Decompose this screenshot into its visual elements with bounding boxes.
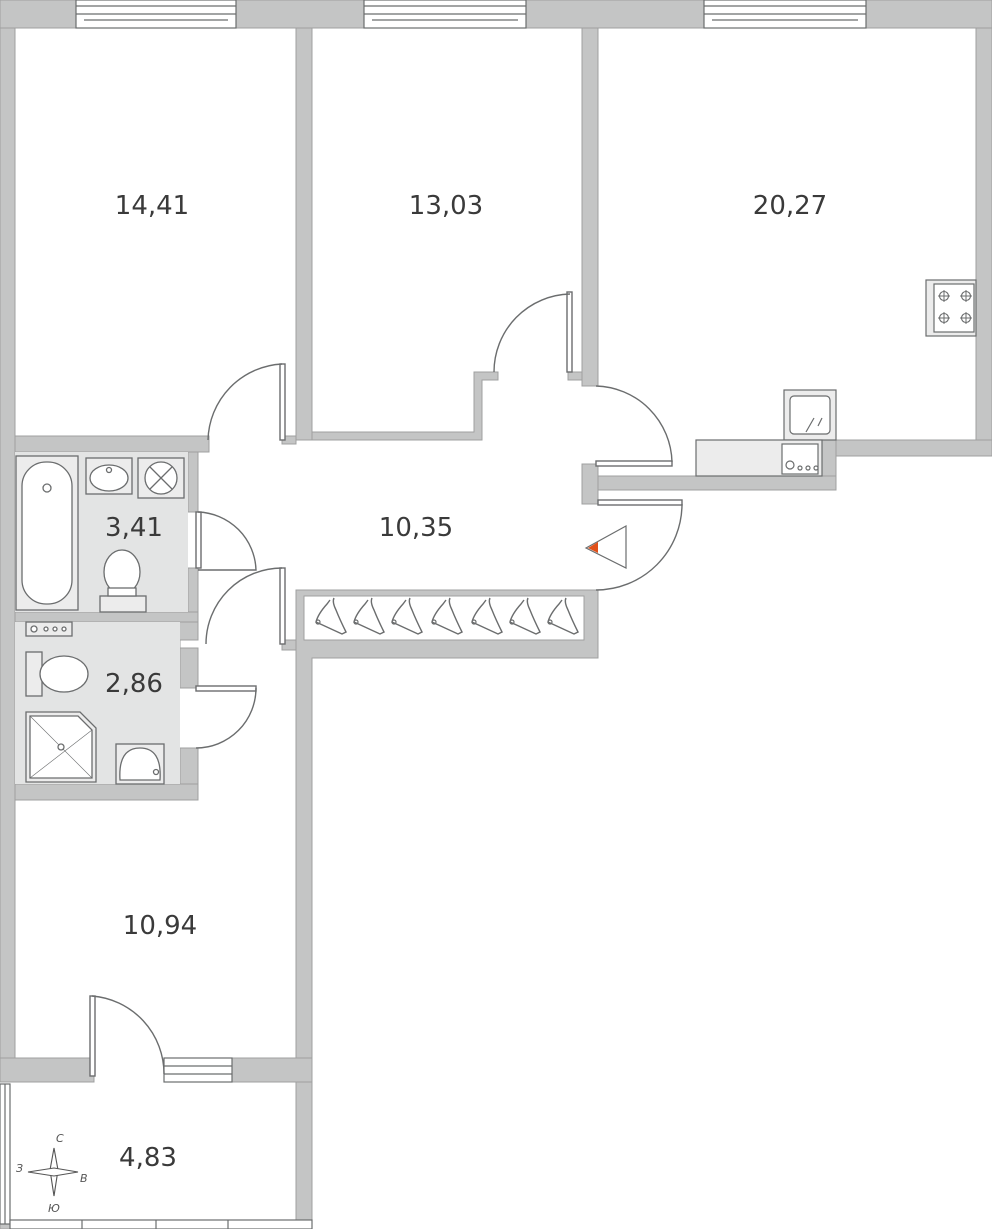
area-bedroom-middle: 13,03 [409,191,483,221]
bathtub-icon [15,455,79,611]
compass-north: С [56,1132,64,1145]
kitchen-sink-icon [783,389,837,441]
area-balcony: 4,83 [119,1143,177,1173]
bathroom-right-wall [187,451,199,513]
balcony-wall-left [0,1057,95,1083]
fixtures [15,455,185,785]
bathroom-right-wall-lower [187,567,199,613]
right-wall [975,27,992,457]
area-hallway: 10,35 [379,513,453,543]
compass-west: З [16,1162,23,1175]
washing-machine-icon [137,457,185,499]
kitchen-bottom-wall [835,439,992,457]
balcony-glazing [0,1083,313,1229]
shower-icon [25,711,97,783]
area-bedroom-bottom: 10,94 [123,911,197,941]
left-bedroom-bottom-wall [14,435,210,453]
middle-bedroom-jamb [567,371,583,381]
door-swing-icon [595,385,673,467]
window-icon [363,0,527,29]
area-wc: 2,86 [105,669,163,699]
window-icon [75,0,237,29]
balcony-right-wall [295,1081,313,1223]
doors [89,291,683,1077]
door-swing-icon [205,567,286,645]
door-swing-icon [493,291,573,373]
window-icon [163,1057,233,1083]
compass-east: В [80,1172,88,1185]
toilet-icon [99,549,147,613]
corridor-jamb [281,639,297,651]
middle-bedroom-bottom-wall [296,371,499,441]
kitchen-fixtures [695,279,977,477]
kitchen-lower-wall [595,475,837,491]
balcony-wall-right [227,1057,313,1083]
partition-bedroom-1-2 [295,27,313,441]
area-bathroom: 3,41 [105,513,163,543]
door-swing-icon [195,685,257,749]
left-wall [0,27,16,1059]
area-kitchen-living: 20,27 [753,191,827,221]
door-swing-icon [89,995,165,1077]
window-icon [703,0,867,29]
bath-wc-separator [14,611,199,623]
partition-bedroom-kitchen [581,27,599,387]
sink-icon [85,457,133,495]
area-bedroom-left: 14,41 [115,191,189,221]
toilet-icon [25,651,89,697]
compass-icon: С Ю З В [16,1132,88,1215]
stove-icon [925,279,977,337]
counter [695,439,823,477]
entrance-marker-icon [584,524,627,569]
stove-small-icon [25,621,73,637]
sink-icon [115,743,165,785]
door-swing-icon [195,511,257,571]
compass-south: Ю [48,1202,60,1215]
wc-bottom-wall [14,783,199,801]
windows [0,0,867,1229]
closet-walls [295,589,599,1059]
room-labels: 14,41 13,03 20,27 10,35 3,41 2,86 10,94 … [105,191,827,1173]
door-swing-icon [595,499,683,591]
door-swing-icon [207,363,286,441]
kitchen-door-jamb [581,463,599,505]
